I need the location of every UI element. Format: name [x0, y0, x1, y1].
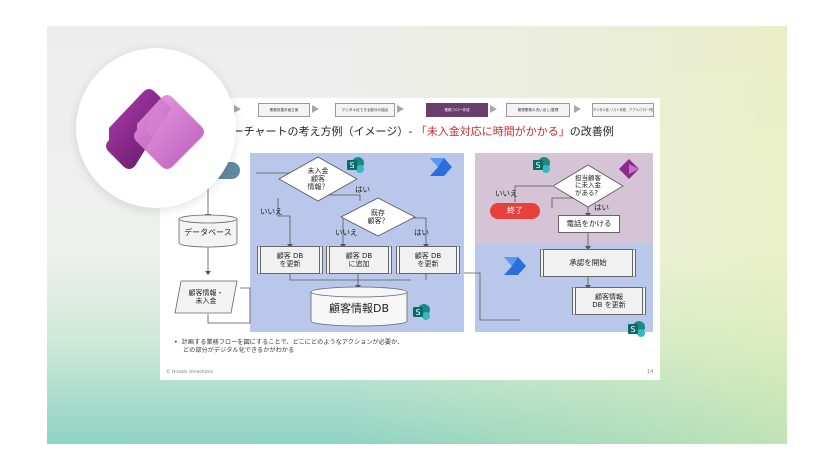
bullet-line-1: • 計画する業務フローを図にすることで、どこにどのようなアクションが必要か、: [174, 339, 404, 346]
decision-unpaid-shape: [278, 156, 358, 202]
no-label-1: いいえ: [260, 207, 283, 216]
step-4-active: 業務フロー作成: [426, 103, 488, 117]
svg-text:S: S: [349, 161, 354, 170]
svg-text:S: S: [415, 308, 420, 317]
step-arrow-icon: [490, 105, 497, 113]
update-db-2: 顧客 DB を更新: [396, 246, 460, 274]
bullet-text: • 計画する業務フローを図にすることで、どこにどのようなアクションが必要か、 ど…: [174, 339, 403, 356]
yes-label-1: はい: [355, 185, 370, 194]
sharepoint-icon: S: [628, 321, 645, 337]
step-2: 業務改善計画立案: [258, 103, 310, 117]
call-node: 電話をかける: [558, 215, 620, 233]
title-suffix: の改善例: [569, 125, 614, 138]
power-automate-icon: [504, 257, 526, 275]
power-automate-icon: [430, 158, 452, 176]
step-arrow-icon: [397, 105, 404, 113]
update-db-1: 顧客 DB を更新: [257, 246, 323, 274]
end-node: 終了: [490, 203, 540, 219]
data-parallelogram: [174, 280, 238, 314]
yes-label-right: はい: [594, 203, 609, 212]
step-6: デジタル化 リスト作成、アプリ/フロー作成: [592, 103, 654, 117]
customer-info-label: 顧客情報・ 未入金: [188, 288, 224, 305]
bullet-line-2: どの部分がデジタル化できるかがわかる: [183, 347, 295, 355]
decision-existing-label: 既存 顧客？: [367, 208, 389, 225]
step-5: 管理業務の洗い出し/整理: [506, 103, 570, 117]
decision-assignee-shape: [552, 164, 624, 208]
step-arrow-icon: [234, 105, 241, 113]
customer-db-shape: [310, 286, 408, 327]
power-apps-icon: [619, 159, 639, 179]
copyright-footer: © Hiroshi Umeshima: [166, 370, 213, 375]
no-label-2: いいえ: [335, 228, 358, 237]
sharepoint-icon: S: [347, 157, 364, 173]
step-arrow-icon: [574, 105, 581, 113]
approval-node: 承認を開始: [540, 249, 636, 277]
page-number: 14: [647, 369, 654, 375]
title-prefix: E:フローチャートの考え方例（イメージ）-: [200, 125, 416, 138]
database-shape: [178, 214, 238, 248]
customer-db-label: 顧客情報DB: [328, 301, 390, 315]
svg-text:S: S: [630, 325, 635, 334]
yes-label-2: はい: [414, 228, 429, 237]
update-db-right: 顧客情報 DB を更新: [572, 287, 646, 315]
decision-assignee-label: 担当顧客 に未入金 がある？: [575, 173, 601, 197]
decision-existing-shape: [340, 197, 416, 237]
add-db: 顧客 DB に追加: [326, 246, 392, 274]
no-label-right: いいえ: [495, 189, 518, 198]
decision-unpaid-label: 未入金 顧客 情報？: [307, 166, 329, 192]
power-apps-logo-icon: [106, 89, 204, 169]
sharepoint-icon: S: [413, 304, 430, 320]
svg-text:S: S: [535, 161, 540, 170]
sharepoint-icon: S: [533, 157, 550, 173]
database-label: データベース: [184, 228, 232, 238]
step-arrow-icon: [312, 105, 319, 113]
slide: 業務改善の目的の確認 業務改善計画立案 デジタル化できる部分の抽出 業務フロー作…: [160, 98, 660, 380]
step-3: デジタル化できる部分の抽出: [335, 103, 395, 117]
title-highlight: 「未入金対応に時間がかかる」: [415, 125, 570, 138]
slide-title: E:フローチャートの考え方例（イメージ）- 「未入金対応に時間がかかる」の改善例: [200, 123, 614, 139]
